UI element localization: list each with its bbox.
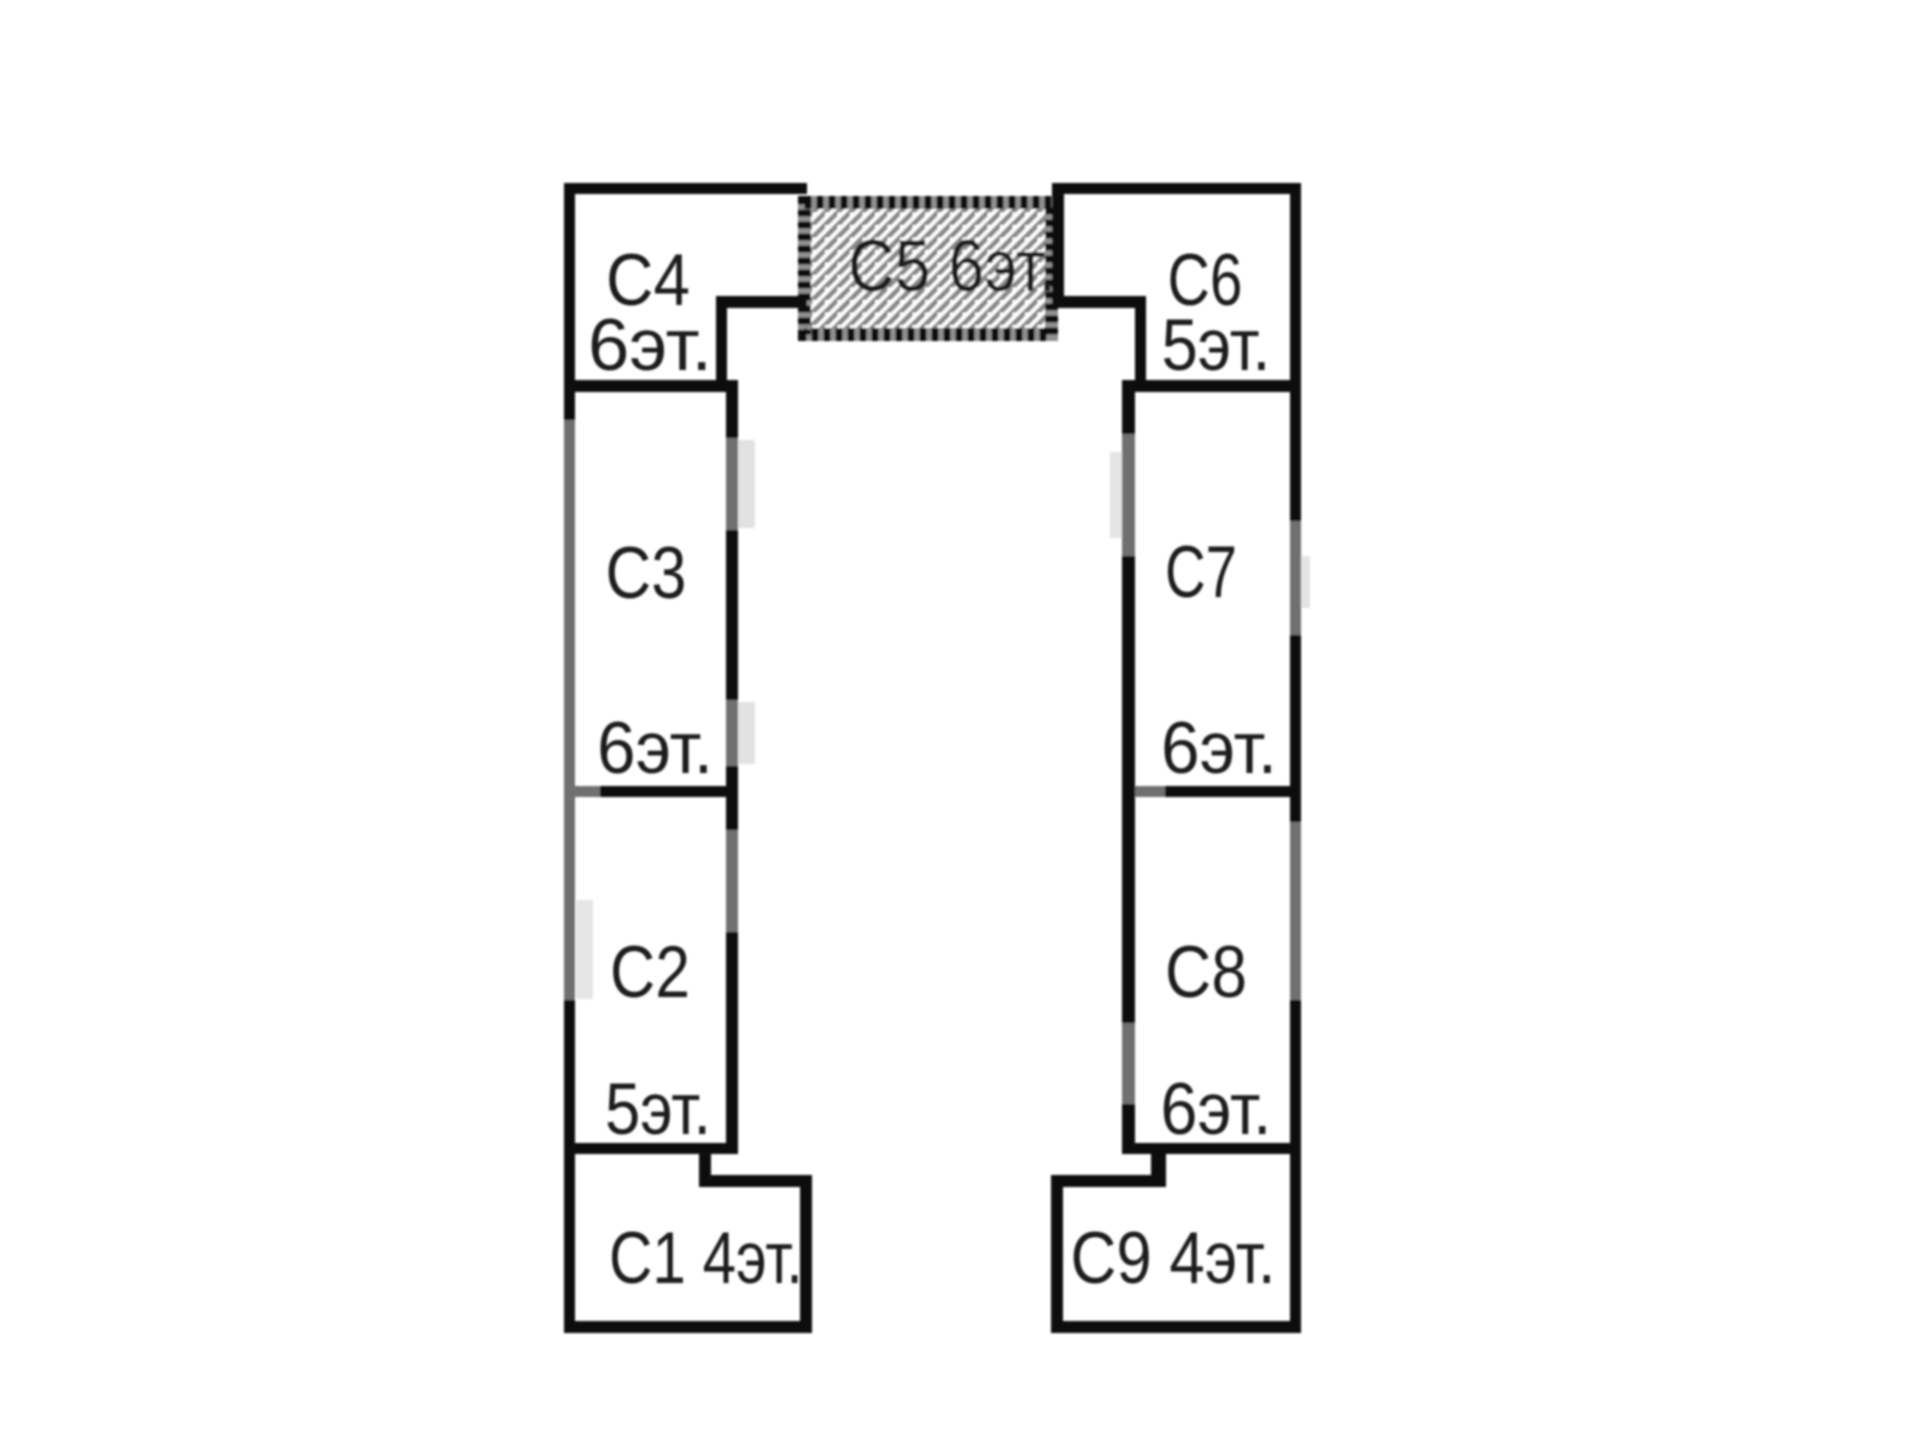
svg-text:С4: С4 <box>606 240 690 321</box>
svg-text:6эт.: 6эт. <box>597 708 713 789</box>
svg-text:6эт.: 6эт. <box>588 305 712 386</box>
svg-text:С1 4эт.: С1 4эт. <box>609 1218 803 1299</box>
svg-text:5эт.: 5эт. <box>605 1069 711 1150</box>
svg-text:С7: С7 <box>1165 532 1237 613</box>
svg-text:С8: С8 <box>1165 932 1247 1013</box>
svg-text:С9 4эт.: С9 4эт. <box>1071 1218 1276 1299</box>
svg-text:С5 6эт.: С5 6эт. <box>848 226 1056 307</box>
svg-text:С3: С3 <box>606 533 687 614</box>
svg-text:6эт.: 6эт. <box>1161 1069 1272 1150</box>
svg-text:С6: С6 <box>1168 240 1243 321</box>
svg-text:5эт.: 5эт. <box>1162 305 1271 386</box>
svg-text:С2: С2 <box>610 932 690 1013</box>
svg-text:6эт.: 6эт. <box>1161 708 1277 789</box>
